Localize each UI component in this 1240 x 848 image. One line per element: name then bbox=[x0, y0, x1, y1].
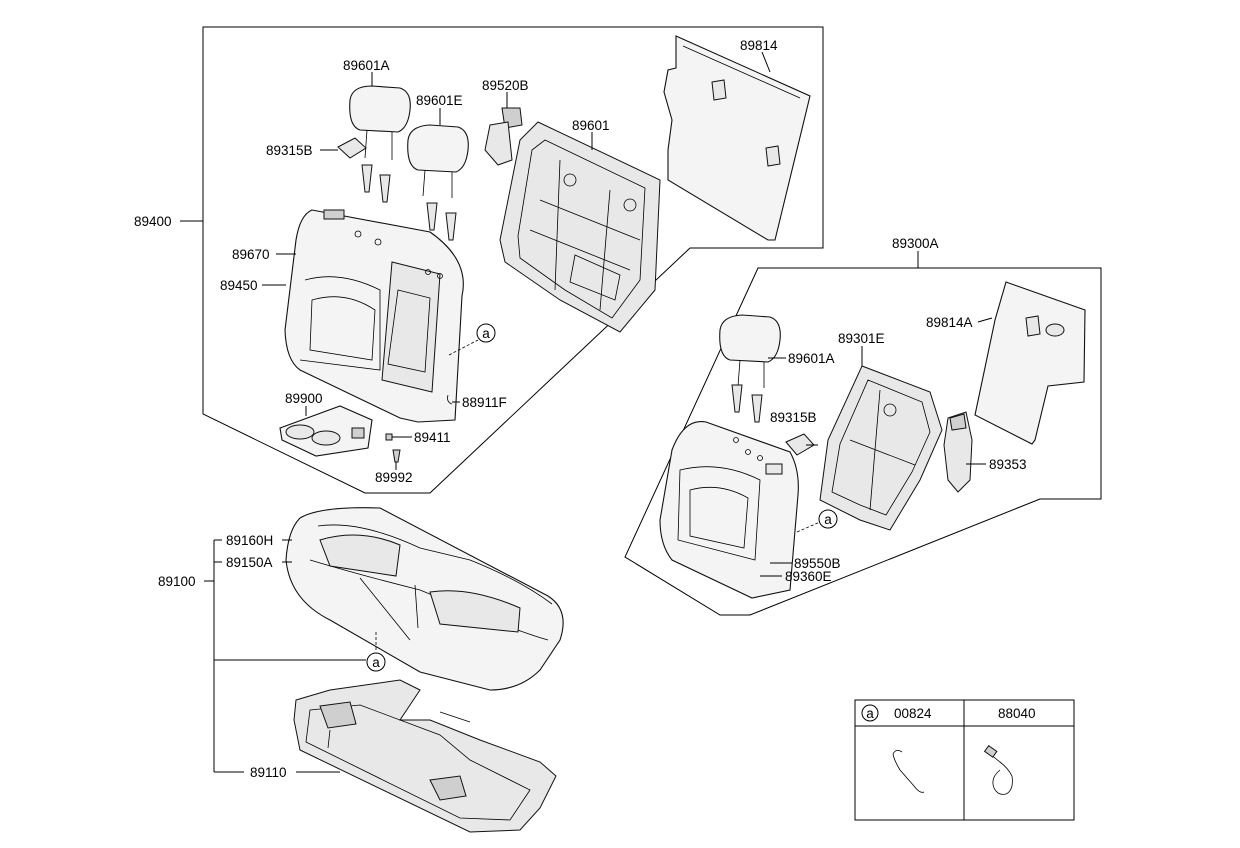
label-89601: 89601 bbox=[572, 118, 610, 133]
label-89360E: 89360E bbox=[785, 569, 832, 584]
legend-col2-part: 88040 bbox=[998, 706, 1036, 721]
clip-00824-icon bbox=[892, 750, 925, 793]
back-board-89814A bbox=[974, 281, 1086, 445]
armrest-89900 bbox=[279, 405, 373, 457]
seat-frame-89110 bbox=[293, 679, 557, 833]
screw-89992 bbox=[392, 449, 401, 463]
label-89550B: 89550B bbox=[794, 556, 841, 571]
callout-a-cushion: a bbox=[366, 652, 386, 672]
leader-lines bbox=[180, 51, 993, 773]
label-89160H: 89160H bbox=[226, 533, 273, 548]
seatback-frame-89601 bbox=[499, 121, 661, 333]
label-89353: 89353 bbox=[989, 457, 1027, 472]
label-89670: 89670 bbox=[232, 247, 270, 262]
frame-89301E bbox=[819, 365, 943, 531]
callout-a-label: a bbox=[824, 512, 832, 527]
label-89814A: 89814A bbox=[926, 315, 973, 330]
label-89400: 89400 bbox=[134, 214, 172, 229]
label-89601A-right: 89601A bbox=[788, 351, 835, 366]
label-89411: 89411 bbox=[414, 430, 451, 445]
label-89100: 89100 bbox=[158, 574, 196, 589]
clip-89411 bbox=[385, 433, 393, 441]
label-89315B-top: 89315B bbox=[266, 143, 313, 158]
label-89900: 89900 bbox=[285, 391, 323, 406]
callout-a-right: a bbox=[818, 509, 838, 529]
legend-table: a 00824 88040 bbox=[854, 699, 1075, 821]
label-89150A: 89150A bbox=[226, 555, 273, 570]
legend-marker-circle bbox=[861, 704, 879, 722]
label-89601A-top: 89601A bbox=[343, 58, 390, 73]
back-board-89814 bbox=[663, 35, 811, 241]
bezel-89315B-left bbox=[337, 137, 367, 159]
callout-a-label: a bbox=[372, 655, 380, 670]
headrest-guides-right bbox=[731, 384, 763, 423]
headrest-guides-left bbox=[361, 164, 457, 241]
label-88911F: 88911F bbox=[462, 395, 507, 410]
legend-marker: a bbox=[866, 706, 874, 721]
hinge-89520B bbox=[484, 107, 523, 166]
label-89300A: 89300A bbox=[892, 236, 939, 251]
label-89450: 89450 bbox=[220, 278, 258, 293]
seatback-89670 bbox=[284, 209, 464, 423]
cable-tie-88040-icon bbox=[983, 744, 1013, 795]
headrest-89601A-right bbox=[719, 314, 781, 388]
callout-a-label: a bbox=[482, 326, 490, 341]
label-89520B: 89520B bbox=[482, 78, 529, 93]
label-89814: 89814 bbox=[740, 38, 778, 53]
label-89110: 89110 bbox=[250, 765, 287, 780]
hinge-89353 bbox=[943, 411, 973, 493]
hook-88911F bbox=[447, 394, 453, 405]
seatback-89301E-cover bbox=[659, 421, 799, 599]
legend-col1-part: 00824 bbox=[894, 706, 932, 721]
group-outline-89300A bbox=[624, 267, 1102, 616]
headrest-89601E bbox=[407, 124, 469, 198]
label-89601E: 89601E bbox=[416, 93, 463, 108]
label-89315B-right: 89315B bbox=[770, 410, 817, 425]
headrest-89601A-left bbox=[349, 85, 411, 160]
label-89992: 89992 bbox=[375, 470, 413, 485]
label-89301E: 89301E bbox=[838, 331, 885, 346]
seat-cushion-89160H bbox=[285, 507, 564, 691]
group-outline-89400 bbox=[202, 26, 824, 494]
callout-a-seatback: a bbox=[476, 323, 496, 343]
